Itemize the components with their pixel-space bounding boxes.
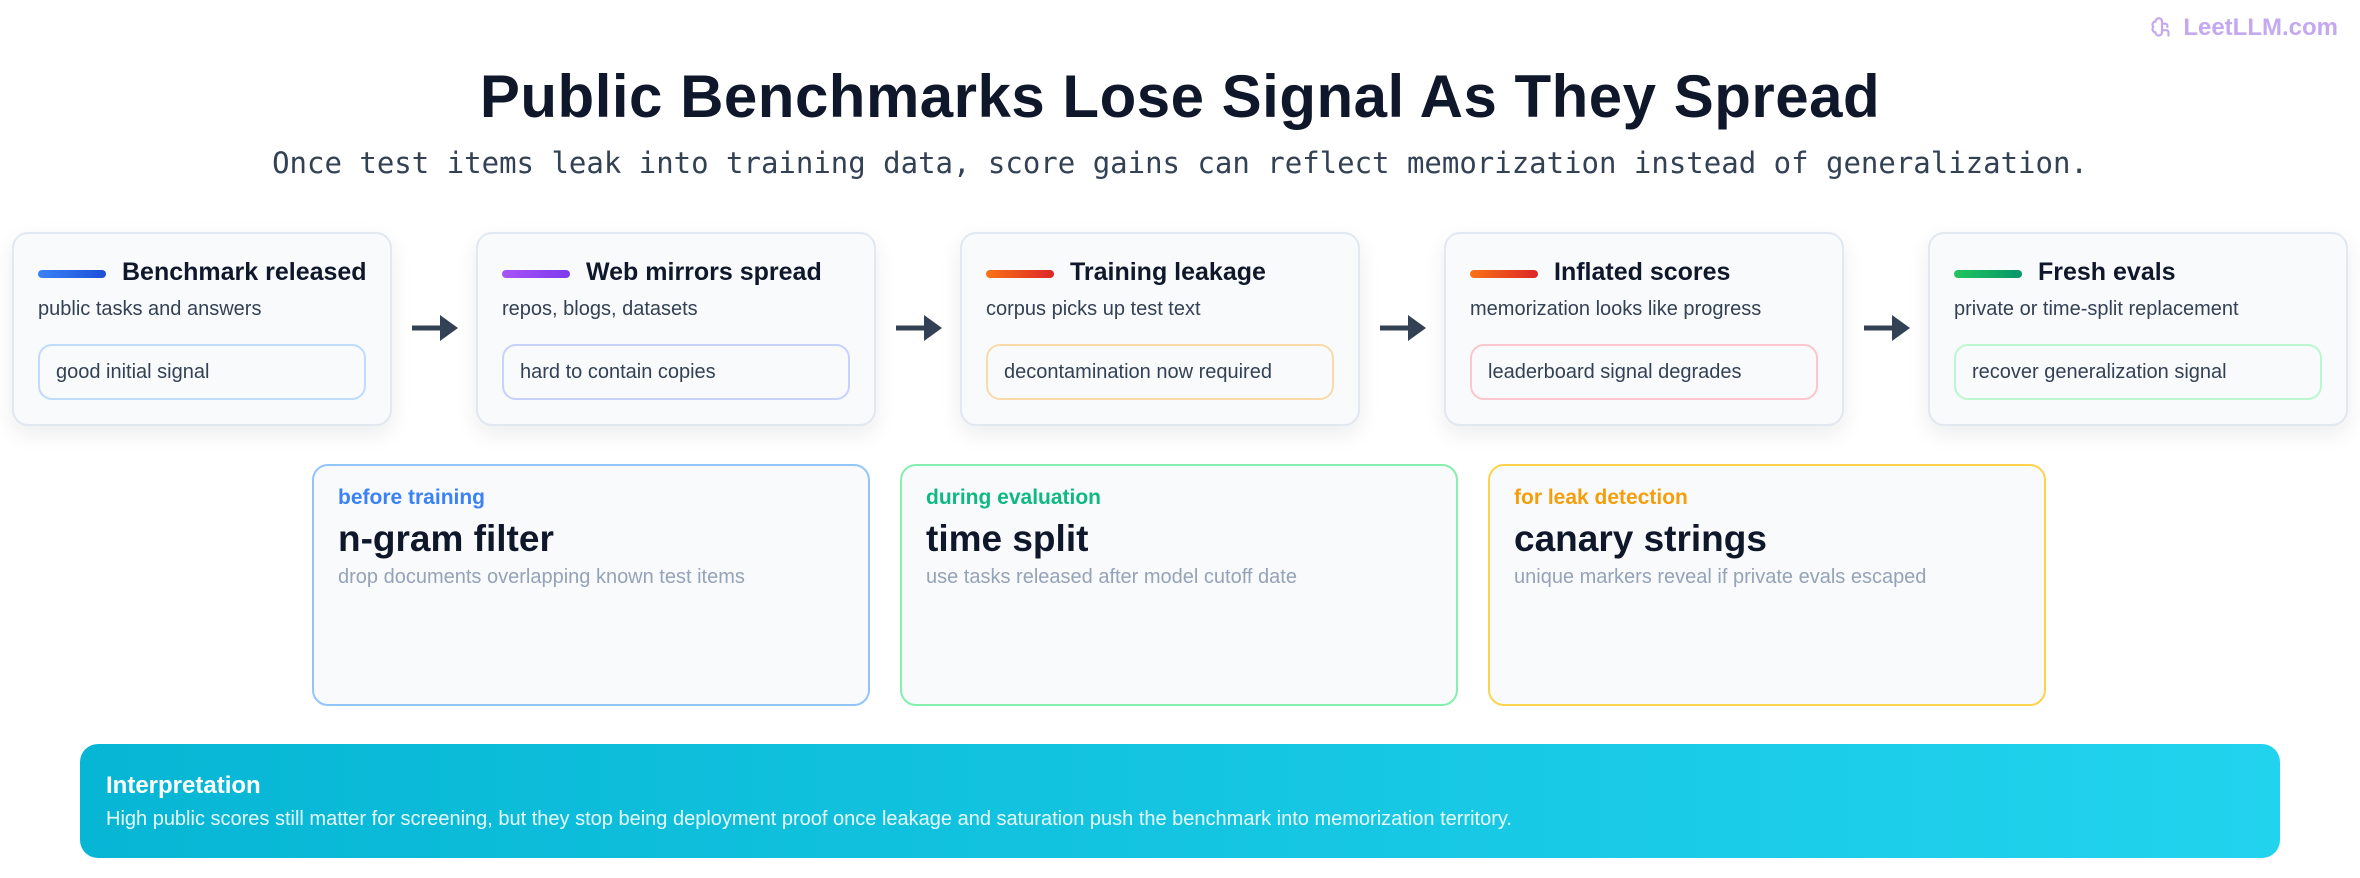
page-title: Public Benchmarks Lose Signal As They Sp… <box>479 63 1881 130</box>
method-card-time-split: during evaluation time split use tasks r… <box>900 464 1458 706</box>
method-card-canary-strings: for leak detection canary strings unique… <box>1488 464 2046 706</box>
stage-color-bar <box>1470 270 1538 278</box>
stage-title: Fresh evals <box>2038 258 2176 286</box>
method-description: unique markers reveal if private evals e… <box>1514 566 1927 588</box>
stage-color-bar <box>1954 270 2022 278</box>
method-phase: for leak detection <box>1514 486 1688 509</box>
brand-label: LeetLLM.com <box>2183 14 2338 41</box>
arrow-right-icon <box>412 315 458 341</box>
method-description: drop documents overlapping known test it… <box>338 566 745 588</box>
stage-card-web-mirrors-spread: Web mirrors spread repos, blogs, dataset… <box>476 232 876 426</box>
method-phase: before training <box>338 486 486 509</box>
stage-card-fresh-evals: Fresh evals private or time-split replac… <box>1928 232 2348 426</box>
brand-logo[interactable]: LeetLLM.com <box>2149 14 2338 42</box>
interpretation-heading: Interpretation <box>106 772 261 799</box>
stage-title: Training leakage <box>1070 258 1266 286</box>
stage-color-bar <box>38 270 106 278</box>
stage-description: corpus picks up test text <box>986 298 1201 320</box>
stage-card-training-leakage: Training leakage corpus picks up test te… <box>960 232 1360 426</box>
stage-description: memorization looks like progress <box>1470 298 1762 320</box>
stage-status-chip: recover generalization signal <box>1954 344 2322 400</box>
page-subtitle: Once test items leak into training data,… <box>272 146 2088 180</box>
interpretation-body: High public scores still matter for scre… <box>106 808 1512 830</box>
stage-card-inflated-scores: Inflated scores memorization looks like … <box>1444 232 1844 426</box>
method-phase: during evaluation <box>926 486 1102 509</box>
stage-description: private or time-split replacement <box>1954 298 2239 320</box>
method-description: use tasks released after model cutoff da… <box>926 566 1297 588</box>
arrow-right-icon <box>1864 315 1910 341</box>
stage-title: Benchmark released <box>122 258 367 286</box>
method-name: n-gram filter <box>338 518 554 559</box>
stage-status-chip: decontamination now required <box>986 344 1334 400</box>
stage-color-bar <box>986 270 1054 278</box>
interpretation-banner: Interpretation High public scores still … <box>80 744 2280 858</box>
arrow-right-icon <box>1380 315 1426 341</box>
stage-status-chip: hard to contain copies <box>502 344 850 400</box>
stage-color-bar <box>502 270 570 278</box>
brain-icon <box>2151 17 2170 37</box>
arrow-right-icon <box>896 315 942 341</box>
stage-status-chip: leaderboard signal degrades <box>1470 344 1818 400</box>
stage-status-chip: good initial signal <box>38 344 366 400</box>
stage-description: repos, blogs, datasets <box>502 298 698 320</box>
stage-title: Inflated scores <box>1554 258 1731 286</box>
method-card-ngram-filter: before training n-gram filter drop docum… <box>312 464 870 706</box>
method-name: canary strings <box>1514 518 1767 559</box>
method-name: time split <box>926 518 1089 559</box>
stage-title: Web mirrors spread <box>586 258 822 286</box>
stage-description: public tasks and answers <box>38 298 262 320</box>
stage-card-benchmark-released: Benchmark released public tasks and answ… <box>12 232 392 426</box>
